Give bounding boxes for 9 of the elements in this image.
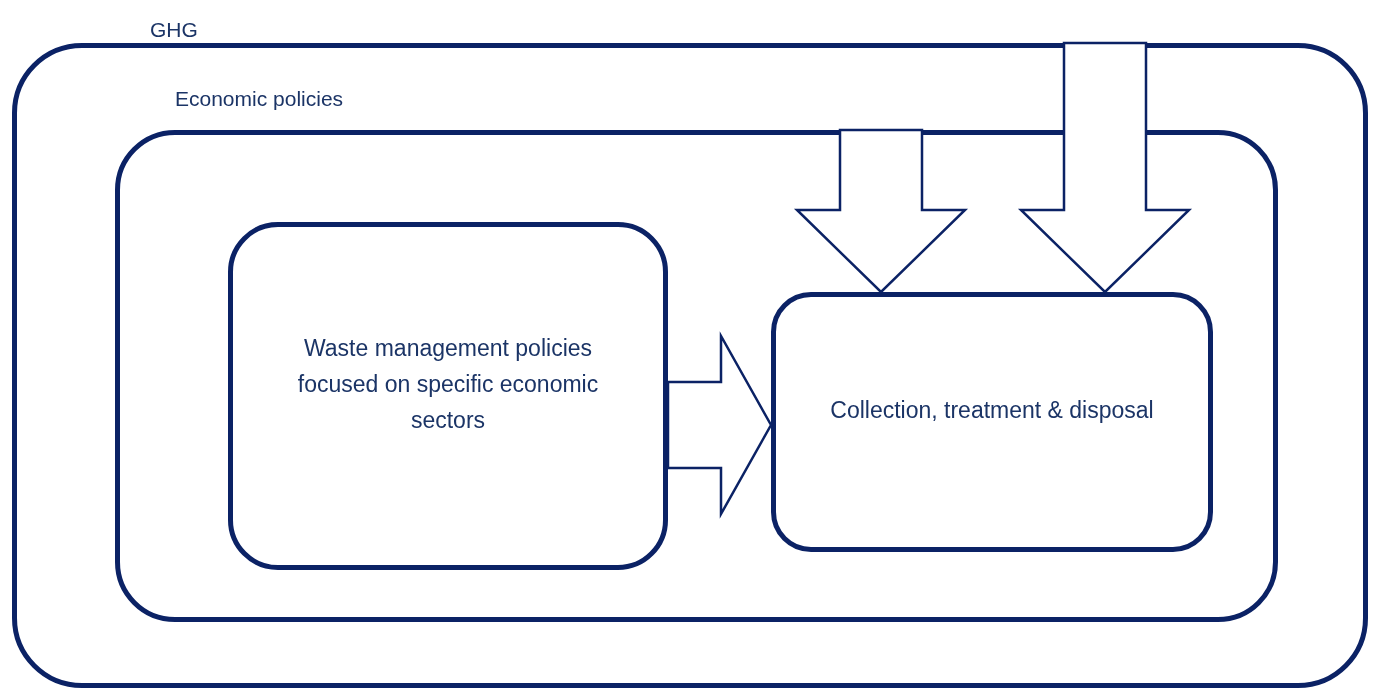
block-arrow (793, 128, 969, 294)
box-text: Waste management policies focused on specific economic sectors (296, 334, 600, 435)
rounded-box (228, 222, 668, 570)
box-text: Collection, treatment & disposal (830, 396, 1154, 425)
box-heading: GHG (150, 17, 198, 43)
block-arrow (666, 331, 773, 519)
block-arrow (1017, 41, 1193, 294)
box-heading: Economic policies (175, 86, 344, 112)
rounded-box (771, 292, 1213, 552)
